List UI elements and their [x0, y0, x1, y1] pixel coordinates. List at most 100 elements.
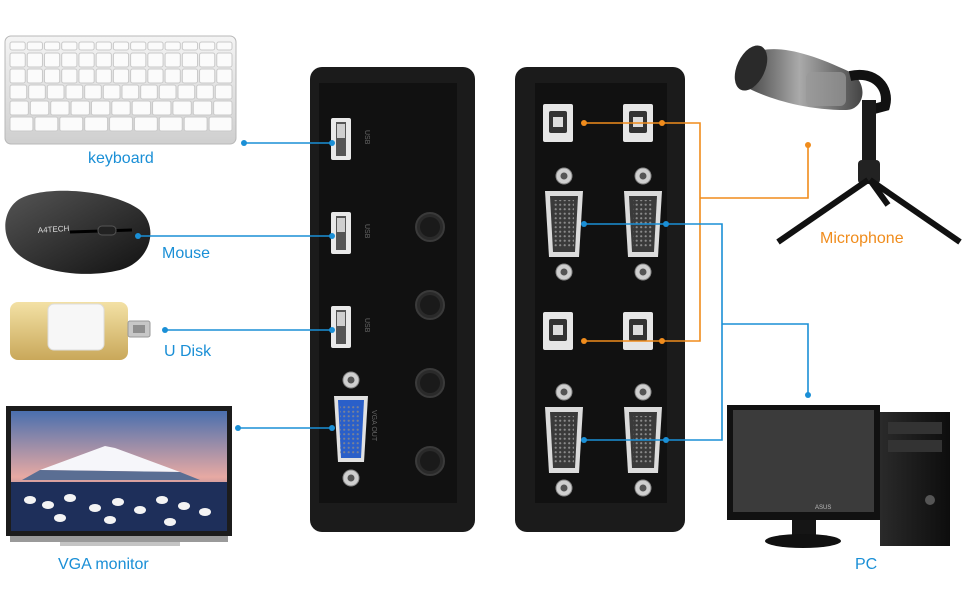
keyboard-key	[158, 116, 183, 132]
swan	[24, 496, 36, 504]
swan	[42, 501, 54, 509]
mouse-image: A4TECH	[5, 190, 151, 274]
keyboard-key	[61, 68, 78, 84]
kvm-switch-front-panel: USB USB USB VGA OUT	[310, 67, 475, 532]
keyboard-key	[147, 68, 164, 84]
usb-port-1-label: USB	[363, 130, 370, 145]
keyboard-key	[131, 100, 152, 116]
keyboard-key	[181, 41, 199, 51]
usb-port-1[interactable]	[331, 118, 351, 160]
keyboard-keys	[9, 41, 233, 132]
usb-b-port-3[interactable]	[543, 312, 573, 350]
udisk-label: U Disk	[164, 343, 212, 360]
keyboard-key	[43, 68, 61, 84]
keyboard-key	[109, 116, 133, 132]
keyboard-key	[140, 84, 158, 100]
swan	[134, 506, 146, 514]
keyboard-key	[95, 52, 112, 68]
keyboard-key	[78, 52, 95, 68]
usb-port-3[interactable]	[331, 306, 351, 348]
keyboard-key	[70, 100, 90, 116]
keyboard-key	[158, 84, 177, 100]
keyboard-key	[65, 84, 84, 100]
keyboard-key	[216, 52, 233, 68]
line-orange-bracket-outer	[584, 122, 701, 342]
keyboard-key	[199, 41, 216, 51]
keyboard-key	[61, 41, 78, 51]
keyboard-key	[192, 100, 213, 116]
keyboard-key	[130, 52, 147, 68]
keyboard-key	[164, 52, 181, 68]
mouse-brand-text: A4TECH	[38, 224, 70, 235]
keyboard-key	[78, 41, 95, 51]
swan	[178, 502, 190, 510]
usb-b-port-1[interactable]	[543, 104, 573, 142]
keyboard-key	[152, 100, 172, 116]
keyboard-key	[181, 52, 199, 68]
usb-port-2[interactable]	[331, 212, 351, 254]
keyboard-key	[216, 41, 233, 51]
keyboard-key	[9, 41, 26, 51]
keyboard-key	[216, 68, 233, 84]
vga-out-port[interactable]	[334, 371, 368, 487]
keyboard-key	[9, 100, 29, 116]
swans-decoration	[24, 494, 211, 526]
usb-b-port-4[interactable]	[623, 312, 653, 350]
vga-out-label: VGA OUT	[370, 410, 377, 442]
swan	[199, 508, 211, 516]
keyboard-key	[214, 84, 233, 100]
keyboard-key	[84, 84, 102, 100]
keyboard-key	[95, 41, 112, 51]
pc-image: ASUS	[727, 405, 950, 548]
keyboard-key	[9, 68, 26, 84]
keyboard-key	[199, 68, 216, 84]
keyboard-label: keyboard	[88, 150, 154, 167]
keyboard-key	[112, 68, 130, 84]
keyboard-key	[95, 68, 112, 84]
keyboard-key	[9, 84, 28, 100]
keyboard-key	[164, 41, 181, 51]
pc-monitor-brand: ASUS	[815, 505, 831, 511]
keyboard-key	[208, 116, 233, 132]
switch-button-1[interactable]	[415, 212, 445, 242]
keyboard-key	[121, 84, 140, 100]
keyboard-key	[9, 116, 34, 132]
swan	[112, 498, 124, 506]
keyboard-key	[164, 68, 181, 84]
switch-button-4[interactable]	[415, 446, 445, 476]
keyboard-key	[213, 100, 233, 116]
keyboard-key	[112, 41, 130, 51]
keyboard-key	[34, 116, 59, 132]
keyboard-key	[61, 52, 78, 68]
swan	[54, 514, 66, 522]
swan	[89, 504, 101, 512]
microphone-image	[734, 45, 962, 245]
keyboard-key	[111, 100, 131, 116]
keyboard-key	[147, 41, 164, 51]
keyboard-key	[43, 52, 61, 68]
keyboard-image	[4, 35, 237, 145]
udisk-image	[10, 302, 151, 360]
keyboard-key	[90, 100, 111, 116]
keyboard-key	[133, 116, 158, 132]
keyboard-key	[183, 116, 208, 132]
vga-monitor-label: VGA monitor	[58, 556, 149, 573]
vga-in-port-1[interactable]	[545, 167, 583, 281]
switch-button-3[interactable]	[415, 368, 445, 398]
swan	[104, 516, 116, 524]
line-blue-bracket	[584, 223, 723, 441]
keyboard-key	[50, 100, 70, 116]
keyboard-key	[26, 41, 43, 51]
keyboard-key	[46, 84, 65, 100]
keyboard-key	[102, 84, 121, 100]
keyboard-key	[199, 52, 216, 68]
kvm-switch-rear-panel	[515, 67, 685, 532]
keyboard-key	[26, 52, 43, 68]
keyboard-key	[43, 41, 61, 51]
mouse-label: Mouse	[162, 245, 211, 262]
microphone-label: Microphone	[820, 230, 904, 247]
vga-in-port-3[interactable]	[545, 383, 583, 497]
switch-button-2[interactable]	[415, 290, 445, 320]
vga-monitor-image	[6, 406, 232, 546]
